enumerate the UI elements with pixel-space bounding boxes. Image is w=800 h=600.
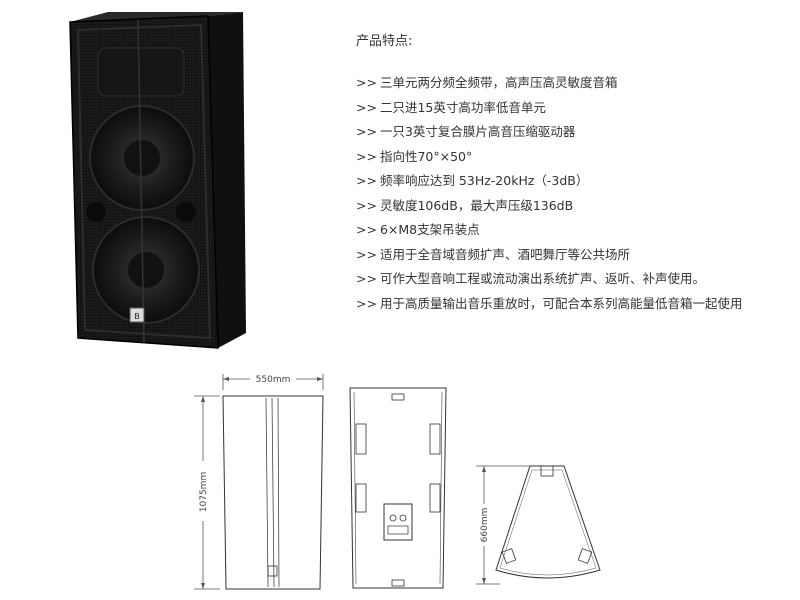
feature-item: >>6×M8支架吊装点 <box>356 218 796 243</box>
feature-text: 一只3英寸复合膜片高音压缩驱动器 <box>379 124 576 139</box>
feature-item: >>用于高质量输出音乐重放时，可配合本系列高能量低音箱一起使用 <box>356 292 796 317</box>
depth-drawing: 660mm <box>476 465 601 585</box>
feature-item: >>可作大型音响工程或流动演出系统扩声、返听、补声使用。 <box>356 267 796 292</box>
bullet-marker: >> <box>356 295 377 311</box>
bullet-marker: >> <box>356 197 377 213</box>
features-title: 产品特点: <box>356 34 413 49</box>
feature-text: 三单元两分频全频带，高声压高灵敏度音箱 <box>379 75 618 90</box>
bullet-marker: >> <box>356 271 377 286</box>
feature-item: >>三单元两分频全频带，高声压高灵敏度音箱 <box>356 71 796 96</box>
bullet-marker: >> <box>356 148 377 164</box>
feature-text: 频率响应达到 53Hz-20kHz（-3dB） <box>379 173 589 188</box>
bullet-marker: >> <box>356 173 377 188</box>
front-dimension-drawing: 550mm 1075mm <box>194 372 324 590</box>
feature-item: >>频率响应达到 53Hz-20kHz（-3dB） <box>356 169 796 194</box>
feature-item: >>二只进15英寸高功率低音单元 <box>356 96 796 121</box>
feature-item: >>灵敏度106dB，最大声压级136dB <box>356 194 796 219</box>
feature-item: >>指向性70°×50° <box>356 145 796 170</box>
feature-text: 适用于全音域音频扩声、酒吧舞厅等公共场所 <box>379 246 630 262</box>
bullet-marker: >> <box>356 124 377 139</box>
feature-item: >>适用于全音域音频扩声、酒吧舞厅等公共场所 <box>356 243 796 268</box>
bullet-marker: >> <box>356 246 377 262</box>
speaker-photo: B <box>69 12 246 349</box>
feature-text: 指向性70°×50° <box>379 148 473 164</box>
feature-text: 用于高质量输出音乐重放时，可配合本系列高能量低音箱一起使用 <box>379 295 743 311</box>
feature-text: 二只进15英寸高功率低音单元 <box>379 99 546 115</box>
feature-text: 6×M8支架吊装点 <box>379 222 480 237</box>
feature-text: 可作大型音响工程或流动演出系统扩声、返听、补声使用。 <box>379 271 705 286</box>
bullet-marker: >> <box>356 75 377 90</box>
product-features: 产品特点: >>三单元两分频全频带，高声压高灵敏度音箱>>二只进15英寸高功率低… <box>356 30 796 316</box>
svg-text:B: B <box>134 312 140 321</box>
bullet-marker: >> <box>356 222 377 237</box>
feature-list: >>三单元两分频全频带，高声压高灵敏度音箱>>二只进15英寸高功率低音单元>>一… <box>356 71 796 316</box>
feature-text: 灵敏度106dB，最大声压级136dB <box>379 197 574 213</box>
height-dimension: 1075mm <box>199 472 209 512</box>
depth-dimension: 660mm <box>480 508 490 543</box>
width-dimension: 550mm <box>256 375 291 385</box>
bullet-marker: >> <box>356 99 377 115</box>
feature-item: >>一只3英寸复合膜片高音压缩驱动器 <box>356 120 796 145</box>
back-drawing <box>349 387 447 589</box>
